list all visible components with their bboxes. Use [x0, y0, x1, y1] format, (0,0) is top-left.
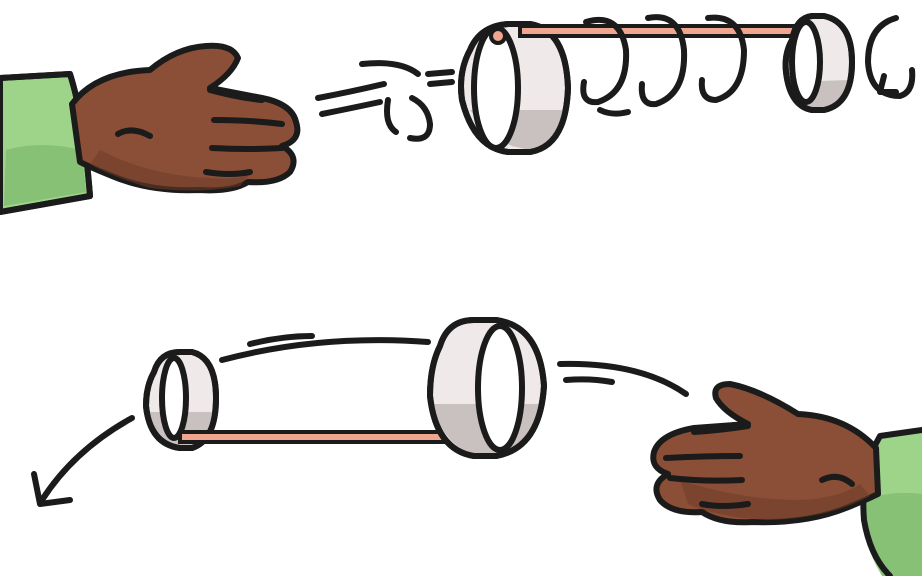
spin-arrow-icon: [868, 18, 912, 96]
right-hand: [653, 384, 878, 522]
throw-motion-lines: [318, 63, 452, 139]
spinner-large-ring: [430, 320, 544, 456]
bottom-panel: [34, 320, 922, 576]
spinner-front-ring: [461, 24, 568, 152]
falling-arrow-icon: [34, 418, 132, 504]
spinner-back-ring: [786, 16, 852, 110]
left-hand: [72, 46, 297, 191]
top-panel: [0, 16, 912, 212]
